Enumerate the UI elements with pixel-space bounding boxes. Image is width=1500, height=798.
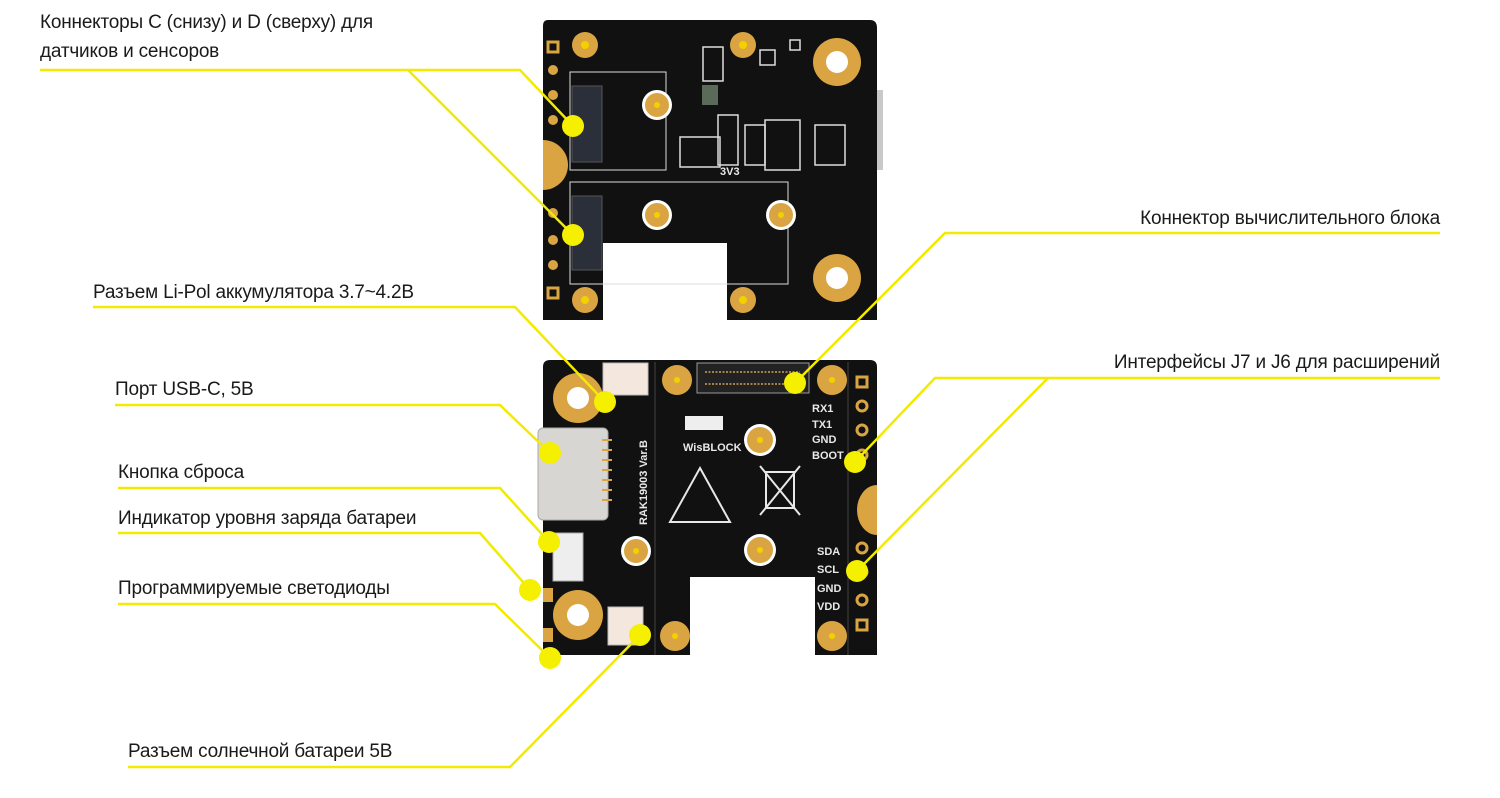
pin-scl: SCL (817, 564, 839, 576)
pin-tx1: TX1 (812, 419, 832, 431)
pin-gnd-j7: GND (812, 434, 837, 446)
label-connectors-cd-line2: датчиков и сенсоров (40, 41, 220, 62)
callout-dots (519, 115, 868, 669)
esd-warning-icon (668, 465, 732, 523)
label-lipol-connector: Разъем Li-Pol аккумулятора 3.7~4.2В (93, 282, 414, 303)
label-programmable-leds: Программируемые светодиоды (118, 578, 390, 599)
label-solar-connector: Разъем солнечной батареи 5В (128, 741, 393, 762)
mounting-pads-top (572, 32, 861, 313)
label-compute-connector: Коннектор вычислительного блока (1140, 208, 1440, 229)
label-usbc-port: Порт USB-C, 5В (115, 379, 254, 400)
label-reset-button: Кнопка сброса (118, 462, 244, 483)
silk-3v3: 3V3 (720, 166, 740, 178)
pin-gnd-j6: GND (817, 583, 842, 595)
wisblock-logo: WisBLOCK (683, 442, 742, 454)
pin-vdd: VDD (817, 601, 840, 613)
label-battery-led: Индикатор уровня заряда батареи (118, 508, 417, 529)
leader-lines (40, 68, 1440, 769)
pin-sda: SDA (817, 546, 840, 558)
pin-boot: BOOT (812, 450, 844, 462)
weee-recycle-bin-icon (759, 465, 801, 516)
pin-rx1: RX1 (812, 403, 833, 415)
board-bottom-side: WisBLOCK RAK19003 Var.B RX1 TX1 GND BOOT… (537, 360, 877, 655)
label-interfaces-j7-j6: Интерфейсы J7 и J6 для расширений (1113, 352, 1440, 373)
label-connectors-cd-line1: Коннекторы C (снизу) и D (сверху) для (40, 12, 373, 33)
board-model: RAK19003 Var.B (638, 440, 650, 525)
board-top-side: 3V3 (543, 20, 883, 320)
